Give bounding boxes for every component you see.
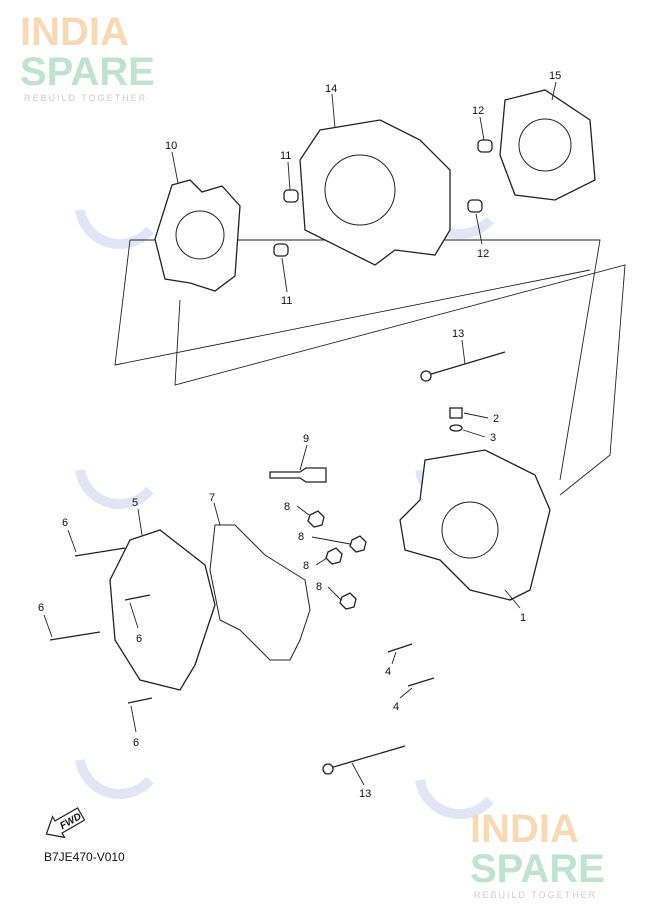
nut[interactable] <box>325 547 343 565</box>
callout-8: 8 <box>316 581 322 593</box>
callout-6: 6 <box>133 737 139 749</box>
bolt[interactable] <box>74 547 126 557</box>
callout-13: 13 <box>452 328 464 340</box>
svg-text:INDIA: INDIA <box>20 10 129 54</box>
callout-4: 4 <box>385 666 391 678</box>
svg-text:SPARE: SPARE <box>470 847 605 891</box>
svg-text:SPARE: SPARE <box>20 50 155 94</box>
stud-bolt[interactable] <box>427 351 506 376</box>
svg-text:FWD: FWD <box>58 811 83 832</box>
forward-arrow-icon: FWD <box>45 807 86 839</box>
svg-text:REBUILD TOGETHER: REBUILD TOGETHER <box>474 890 597 900</box>
watermark-logo: INDIA SPARE REBUILD TOGETHER INDIA SPARE… <box>20 10 605 900</box>
svg-text:INDIA: INDIA <box>470 807 579 851</box>
nut[interactable] <box>349 535 367 553</box>
callout-12: 12 <box>472 105 484 117</box>
cylinder-head-cover[interactable] <box>109 529 216 691</box>
callout-8: 8 <box>298 531 304 543</box>
callout-6: 6 <box>62 517 68 529</box>
diagram-code: B7JE470-V010 <box>44 850 125 864</box>
stud-bolt[interactable] <box>407 677 435 687</box>
dowel-pin[interactable] <box>283 189 299 203</box>
nut[interactable] <box>339 592 357 610</box>
callout-9: 9 <box>303 433 309 445</box>
leader-lines <box>43 81 557 786</box>
callout-11: 11 <box>281 295 292 307</box>
spark-plug[interactable] <box>269 467 327 483</box>
washer[interactable] <box>449 424 463 432</box>
callout-6: 6 <box>38 602 44 614</box>
dowel-pin[interactable] <box>467 199 483 213</box>
callout-10: 10 <box>165 140 177 152</box>
callout-4: 4 <box>393 701 399 713</box>
cylinder[interactable] <box>299 119 451 266</box>
bolt[interactable] <box>124 594 151 601</box>
callout-1: 1 <box>520 612 526 624</box>
cylinder-head[interactable] <box>399 449 551 601</box>
callout-6: 6 <box>136 633 142 645</box>
callout-8: 8 <box>284 501 290 513</box>
callout-3: 3 <box>490 432 496 444</box>
bolt[interactable] <box>449 407 463 419</box>
callout-5: 5 <box>132 497 138 509</box>
callout-15: 15 <box>549 70 561 82</box>
bolt[interactable] <box>49 631 101 641</box>
cover-gasket[interactable] <box>209 524 311 661</box>
callout-11: 11 <box>280 150 291 162</box>
callout-7: 7 <box>209 492 215 504</box>
cylinder-base-gasket[interactable] <box>154 179 241 292</box>
callout-14: 14 <box>325 83 337 95</box>
stud-bolt[interactable] <box>387 643 413 653</box>
dowel-pin[interactable] <box>477 139 493 153</box>
bolt[interactable] <box>127 697 153 704</box>
nut[interactable] <box>307 510 325 528</box>
assembly-lines <box>114 239 626 496</box>
dowel-pin[interactable] <box>273 243 289 257</box>
callout-12: 12 <box>477 248 489 260</box>
cylinder-head-gasket[interactable] <box>499 89 596 201</box>
callout-8: 8 <box>303 560 309 572</box>
svg-text:REBUILD TOGETHER: REBUILD TOGETHER <box>24 93 147 103</box>
stud-bolt[interactable] <box>329 745 406 769</box>
callout-13: 13 <box>359 788 371 800</box>
callout-2: 2 <box>493 413 499 425</box>
